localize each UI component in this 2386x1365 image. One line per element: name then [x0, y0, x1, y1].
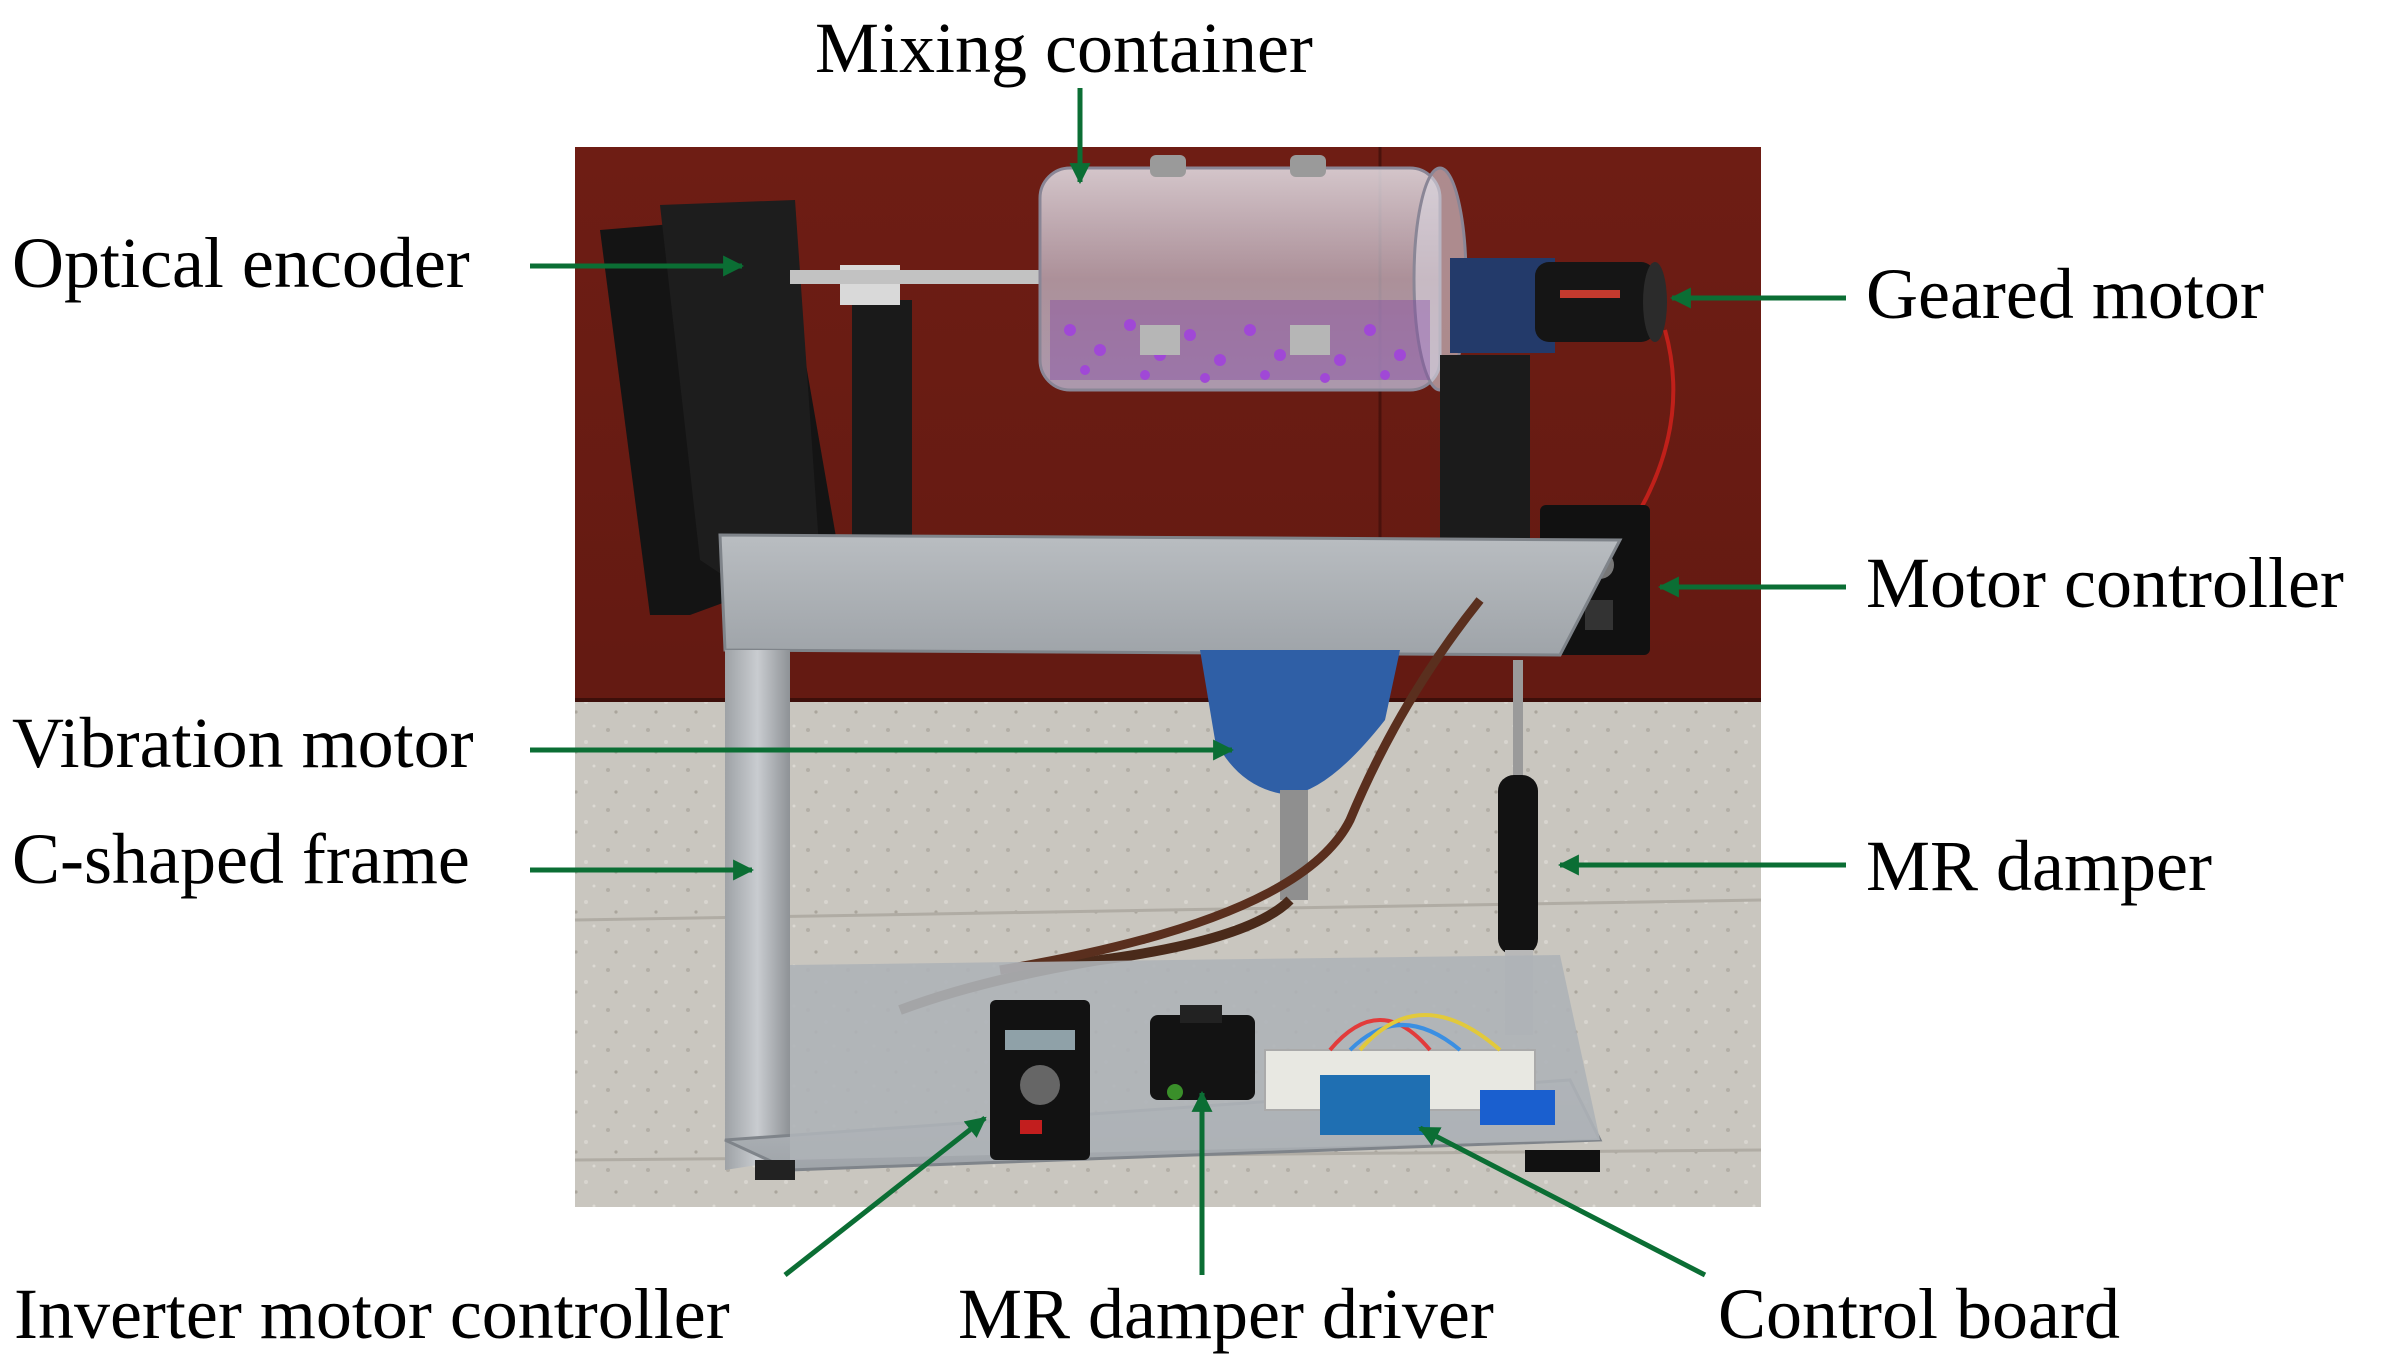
label-mr-damper-driver: MR damper driver	[958, 1274, 1494, 1354]
label-mixing-container: Mixing container	[815, 8, 1313, 88]
label-geared-motor: Geared motor	[1866, 254, 2264, 334]
control-arduino	[1320, 1075, 1430, 1135]
damper-driver-box	[1150, 1015, 1255, 1100]
label-optical-encoder: Optical encoder	[12, 223, 470, 303]
mr-damper-body	[1498, 775, 1538, 955]
label-vibration-motor: Vibration motor	[12, 703, 474, 783]
geared-motor-body	[1535, 262, 1655, 342]
vibration-motor	[1200, 650, 1400, 795]
shaft	[790, 270, 1040, 284]
label-control-board: Control board	[1718, 1274, 2120, 1354]
label-inverter-motor-controller: Inverter motor controller	[14, 1274, 730, 1354]
label-mr-damper: MR damper	[1866, 826, 2212, 906]
c-frame-vertical	[725, 650, 790, 1170]
top-plate	[718, 533, 1623, 657]
label-motor-controller: Motor controller	[1866, 543, 2344, 623]
label-c-shaped-frame: C-shaped frame	[12, 819, 470, 899]
